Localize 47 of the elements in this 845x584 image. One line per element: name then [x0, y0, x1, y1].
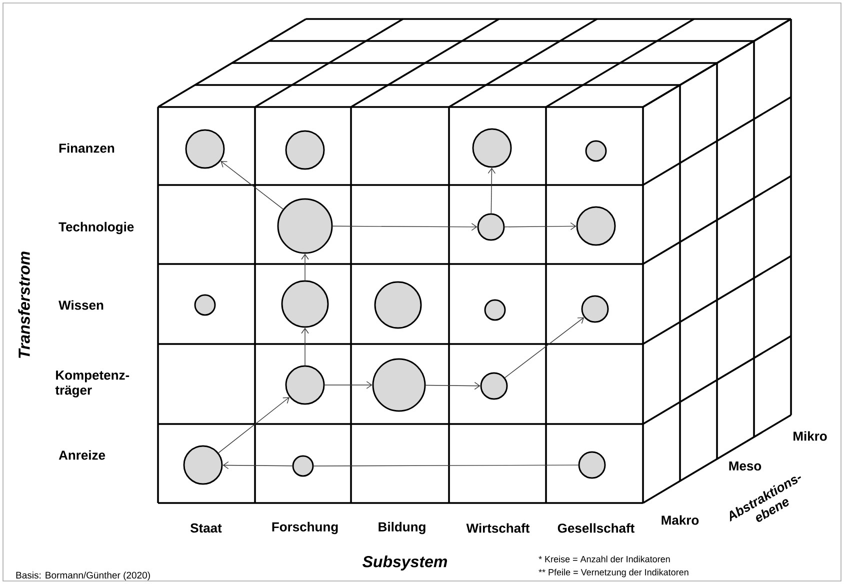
indicator-circle: [277, 198, 333, 254]
indicator-circle: [281, 280, 329, 328]
column-label: Bildung: [378, 522, 426, 534]
indicator-circle: [578, 451, 606, 479]
indicator-circle: [185, 129, 225, 169]
row-label: Anreize: [58, 450, 106, 460]
source-note: Basis: Bormann/Günther (2020): [16, 572, 150, 580]
arrow: [324, 381, 372, 389]
indicator-circle: [484, 299, 506, 321]
indicator-circle: [477, 213, 505, 241]
layer-label: Makro: [662, 515, 699, 525]
row-label: Technologie: [58, 222, 134, 234]
column-label: Wirtschaft: [466, 523, 530, 533]
indicator-circle: [374, 281, 422, 329]
arrow: [504, 222, 576, 230]
axis-title: Transferstrom: [18, 252, 30, 358]
indicator-circle: [285, 130, 325, 170]
indicator-circle: [183, 445, 223, 485]
arrow: [332, 223, 478, 231]
indicator-circle: [372, 358, 426, 412]
indicator-circle: [285, 365, 325, 405]
row-label: Wissen: [58, 300, 104, 310]
arrow: [301, 328, 309, 366]
row-label: Kompetenz- träger: [55, 370, 130, 398]
indicator-circle: [194, 294, 216, 316]
indicator-circle: [292, 455, 314, 477]
row-label: Finanzen: [59, 143, 114, 153]
axis-title: Subsystem: [362, 556, 448, 570]
arrow: [301, 254, 309, 281]
arrow: [218, 397, 290, 454]
indicator-circle: [576, 206, 616, 246]
column-label: Forschung: [272, 522, 338, 534]
arrow: [220, 161, 284, 210]
column-label: Gesellschaft: [558, 523, 634, 533]
note-text: ** Pfeile = Vernetzung der Indikatoren: [538, 568, 688, 578]
indicator-circle: [585, 140, 607, 162]
indicator-circle: [472, 128, 512, 168]
arrow: [504, 317, 584, 378]
column-label: Staat: [190, 523, 222, 533]
indicator-circle: [581, 295, 609, 323]
arrow: [222, 461, 293, 470]
arrow: [425, 382, 480, 390]
arrow: [488, 168, 496, 214]
layer-label: Mikro: [794, 431, 827, 441]
layer-label: Meso: [729, 461, 762, 471]
note-text: * Kreise = Anzahl der Indikatoren: [538, 556, 670, 562]
indicator-circle: [480, 372, 508, 400]
